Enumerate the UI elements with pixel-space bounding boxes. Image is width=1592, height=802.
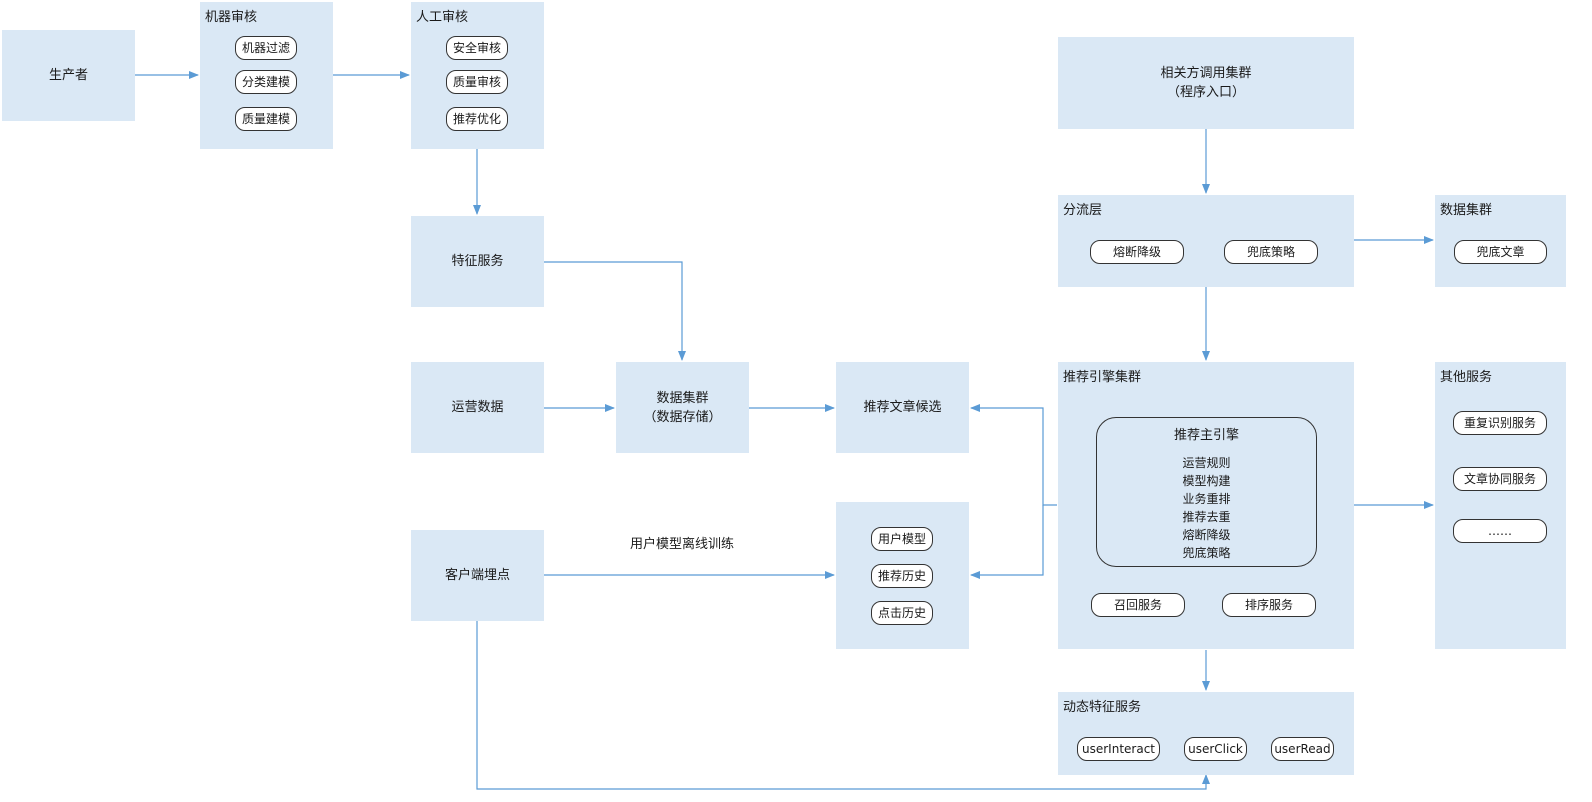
ops-data-label: 运营数据 xyxy=(451,400,504,415)
main-engine-item: 运营规则 xyxy=(1182,456,1231,470)
main-engine-item: 兜底策略 xyxy=(1182,546,1231,560)
machine-review-item-filter: 机器过滤 xyxy=(235,36,297,60)
other-services-title: 其他服务 xyxy=(1440,370,1493,385)
data-cluster-storage-line2: （数据存储） xyxy=(643,410,722,425)
ranking-service-pill: 排序服务 xyxy=(1222,593,1316,617)
user-profile-item-history: 推荐历史 xyxy=(871,564,933,588)
machine-review-item-quality: 质量建模 xyxy=(235,107,297,131)
data-cluster-storage-line1: 数据集群 xyxy=(656,391,709,406)
main-engine-items: 运营规则 模型构建 业务重排 推荐去重 熔断降级 兜底策略 xyxy=(1097,454,1316,562)
other-services-node: 其他服务 重复识别服务 文章协同服务 …… xyxy=(1435,362,1566,649)
producer-node: 生产者 xyxy=(2,30,135,121)
data-cluster-right-item-fallback-articles: 兜底文章 xyxy=(1454,240,1547,264)
machine-review-title: 机器审核 xyxy=(205,10,258,25)
manual-review-item-safety: 安全审核 xyxy=(446,36,508,60)
candidates-node: 推荐文章候选 xyxy=(836,362,969,453)
ops-data-node: 运营数据 xyxy=(411,362,544,453)
user-profile-item-model: 用户模型 xyxy=(871,527,933,551)
producer-label: 生产者 xyxy=(48,68,88,83)
edge-feature-service-to-data-cluster xyxy=(543,261,686,361)
manual-review-node: 人工审核 安全审核 质量审核 推荐优化 xyxy=(411,2,544,149)
caller-cluster-line2: （程序入口） xyxy=(1166,85,1245,100)
shunt-layer-item-circuit-breaker: 熔断降级 xyxy=(1090,240,1184,264)
main-engine-item: 推荐去重 xyxy=(1182,510,1231,524)
dynamic-features-item-click: userClick xyxy=(1184,737,1247,761)
dynamic-features-item-interact: userInteract xyxy=(1077,737,1160,761)
user-profile-node: 用户模型 推荐历史 点击历史 xyxy=(836,502,969,649)
client-tracking-label: 客户端埋点 xyxy=(444,568,510,583)
candidates-label: 推荐文章候选 xyxy=(863,400,942,415)
main-engine: 推荐主引擎 运营规则 模型构建 业务重排 推荐去重 熔断降级 兜底策略 xyxy=(1096,417,1317,567)
manual-review-title: 人工审核 xyxy=(416,10,469,25)
main-engine-title: 推荐主引擎 xyxy=(1173,428,1239,443)
engine-cluster-title: 推荐引擎集群 xyxy=(1063,370,1142,385)
main-engine-item: 模型构建 xyxy=(1182,474,1231,488)
edge-engine-branch-lower xyxy=(970,505,1044,579)
shunt-layer-item-fallback: 兜底策略 xyxy=(1224,240,1318,264)
dynamic-features-item-read: userRead xyxy=(1271,737,1334,761)
shunt-layer-title: 分流层 xyxy=(1063,203,1103,218)
data-cluster-right-node: 数据集群 兜底文章 xyxy=(1435,195,1566,287)
machine-review-item-classify: 分类建模 xyxy=(235,70,297,94)
edge-engine-branch xyxy=(970,404,1057,506)
recall-service-pill: 召回服务 xyxy=(1091,593,1185,617)
data-cluster-storage-node: 数据集群 （数据存储） xyxy=(616,362,749,453)
caller-cluster-node: 相关方调用集群 （程序入口） xyxy=(1058,37,1354,129)
main-engine-item: 熔断降级 xyxy=(1182,528,1231,542)
main-engine-item: 业务重排 xyxy=(1182,492,1231,506)
data-cluster-right-title: 数据集群 xyxy=(1440,203,1493,218)
feature-service-node: 特征服务 xyxy=(411,216,544,307)
manual-review-item-optimize: 推荐优化 xyxy=(446,107,508,131)
engine-cluster-node: 推荐引擎集群 推荐主引擎 运营规则 模型构建 业务重排 推荐去重 熔断降级 兜底… xyxy=(1058,362,1354,649)
dynamic-features-title: 动态特征服务 xyxy=(1063,700,1142,715)
other-services-item-more: …… xyxy=(1453,519,1547,543)
machine-review-node: 机器审核 机器过滤 分类建模 质量建模 xyxy=(200,2,333,149)
dynamic-features-node: 动态特征服务 userInteract userClick userRead xyxy=(1058,692,1354,775)
user-profile-item-clicks: 点击历史 xyxy=(871,601,933,625)
other-services-item-dedup: 重复识别服务 xyxy=(1453,411,1547,435)
shunt-layer-node: 分流层 熔断降级 兜底策略 xyxy=(1058,195,1354,287)
caller-cluster-line1: 相关方调用集群 xyxy=(1160,66,1252,81)
feature-service-label: 特征服务 xyxy=(451,254,504,269)
client-tracking-node: 客户端埋点 xyxy=(411,530,544,621)
manual-review-item-quality: 质量审核 xyxy=(446,70,508,94)
other-services-item-collab: 文章协同服务 xyxy=(1453,467,1547,491)
offline-training-label: 用户模型离线训练 xyxy=(630,537,735,552)
